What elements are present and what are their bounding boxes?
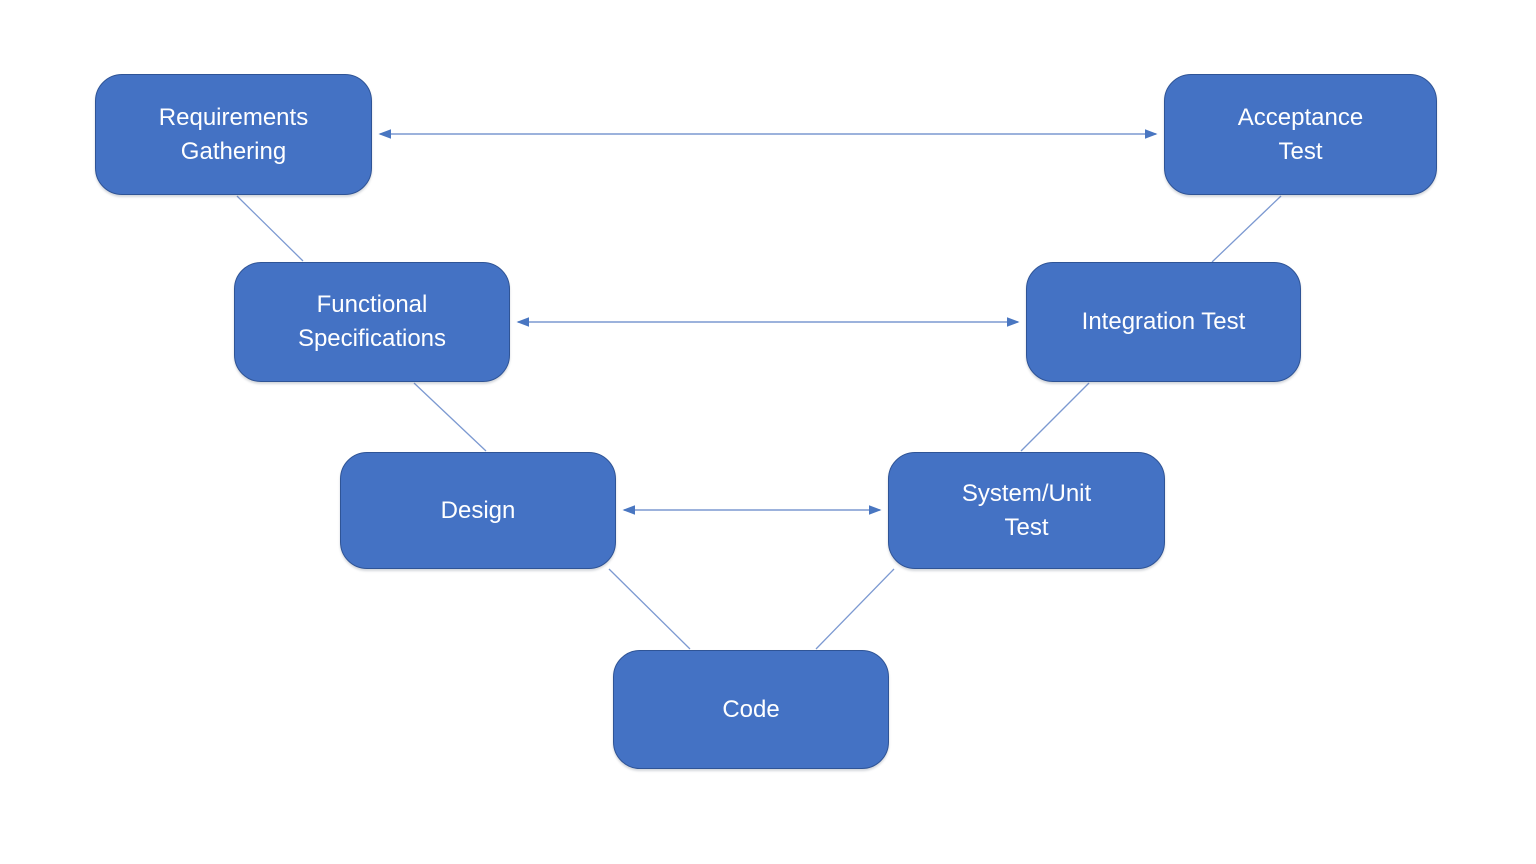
connector-systemunit-integration xyxy=(1020,382,1090,452)
node-label: Code xyxy=(722,695,780,723)
node-label: Test xyxy=(1004,513,1049,541)
node-label: Acceptance xyxy=(1237,103,1364,131)
node-label: Functional xyxy=(316,291,428,318)
connector-code-systemunit xyxy=(815,568,895,650)
connector-design-code xyxy=(608,568,691,650)
node-code: Code xyxy=(613,650,889,769)
node-label: System/Unit xyxy=(961,479,1092,507)
node-label: Test xyxy=(1278,137,1323,165)
node-acceptance-test: Acceptance Test xyxy=(1164,74,1437,195)
connector-integration-acceptance xyxy=(1211,195,1282,263)
node-integration-test: Integration Test xyxy=(1026,262,1301,382)
node-label: Specifications xyxy=(297,325,447,352)
node-functional-specifications: Functional Specifications xyxy=(234,262,510,382)
node-system-unit-test: System/Unit Test xyxy=(888,452,1165,569)
node-label: Requirements xyxy=(158,103,309,131)
node-label: Integration Test xyxy=(1081,308,1246,335)
node-label: Gathering xyxy=(180,137,287,165)
node-label: Design xyxy=(440,496,516,524)
node-requirements-gathering: Requirements Gathering xyxy=(95,74,372,195)
connector-requirements-functional xyxy=(236,195,304,262)
node-design: Design xyxy=(340,452,616,569)
connector-functional-design xyxy=(413,382,487,452)
